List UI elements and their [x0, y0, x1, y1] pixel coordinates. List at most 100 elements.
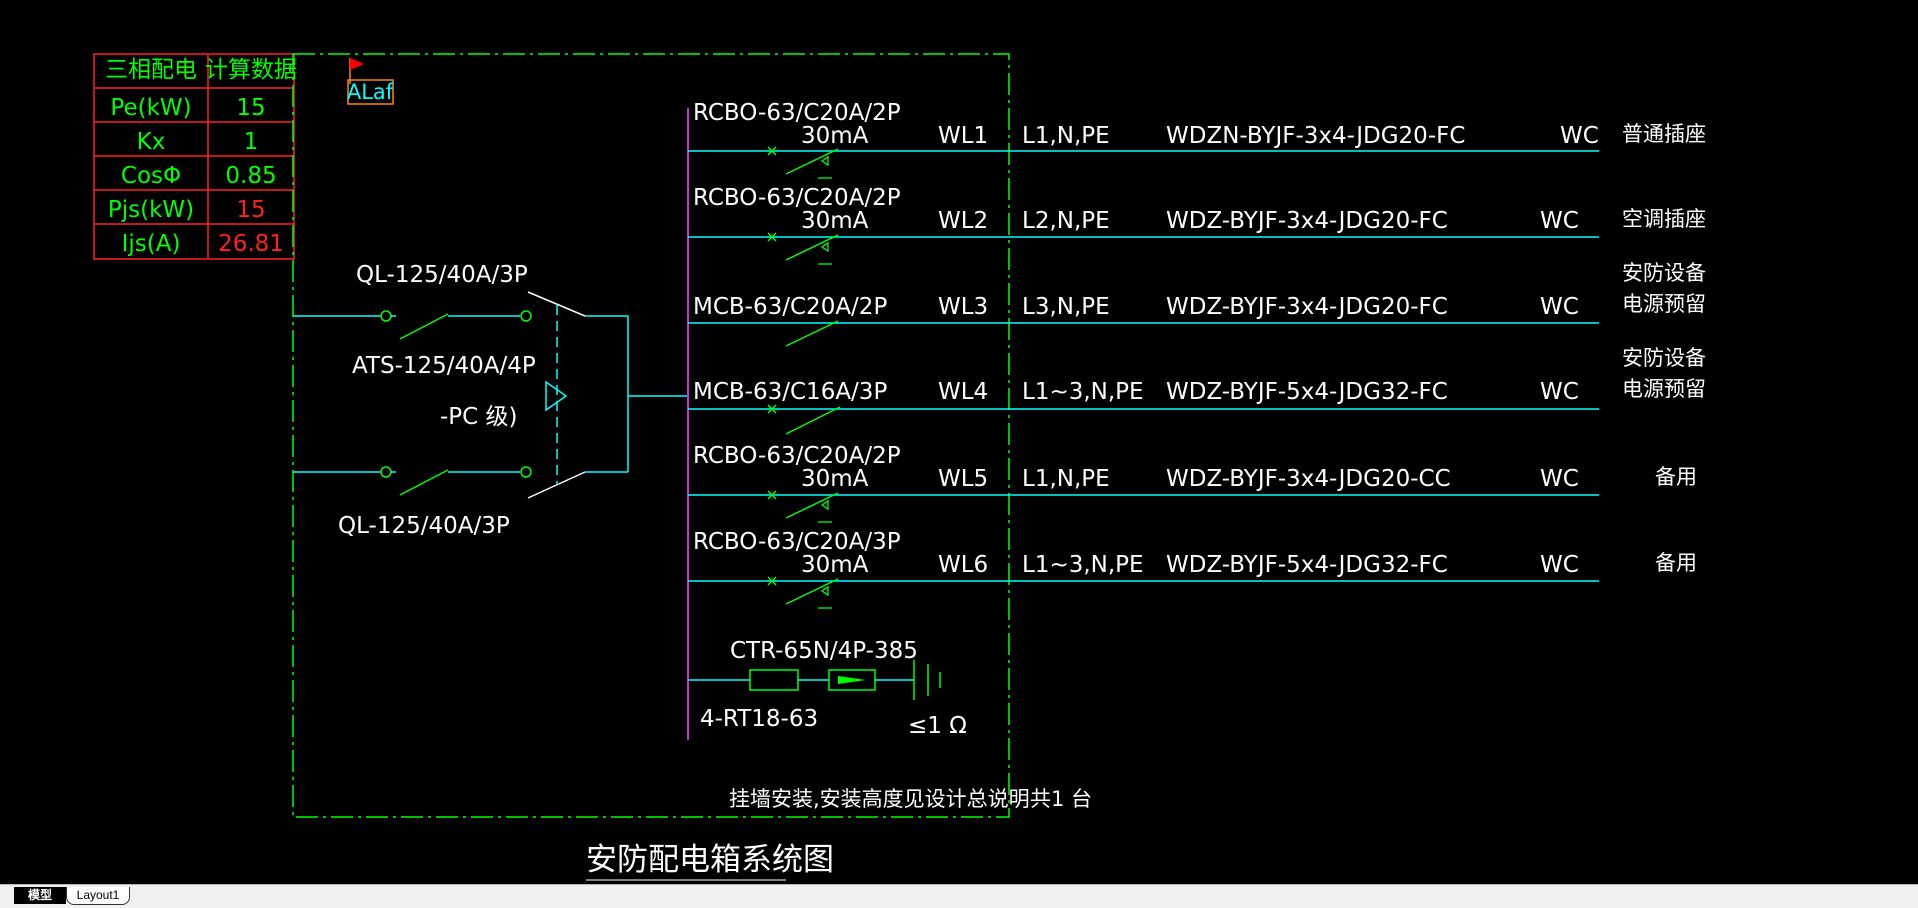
trip-icon: [820, 155, 829, 167]
circuit-laying: WC: [1560, 123, 1599, 149]
breaker-cross-icon: [767, 404, 777, 414]
circuit-wl6[interactable]: RCBO-63/C20A/3P 30mA WL6 L1~3,N,PE WDZ-B…: [688, 529, 1697, 609]
circuit-phase: L1~3,N,PE: [1022, 552, 1144, 578]
circuit-cable: WDZ-BYJF-5x4-JDG32-FC: [1166, 552, 1448, 578]
calc-value-pjs: 15: [236, 197, 265, 223]
circuit-leakage-label: 30mA: [801, 466, 869, 492]
breaker-blade: [785, 148, 839, 175]
calc-table[interactable]: 三相配电 计算数据 Pe(kW) 15 Kx 1 CosΦ 0.85 Pjs(k…: [93, 53, 297, 260]
calc-header-right: 计算数据: [205, 57, 297, 83]
trip-icon: [820, 499, 829, 511]
circuit-wl4[interactable]: MCB-63/C16A/3P WL4 L1~3,N,PE WDZ-BYJF-5x…: [688, 346, 1706, 435]
switch-blade: [399, 313, 449, 340]
breaker-blade: [785, 234, 839, 261]
box-tag-label: ALaf: [347, 80, 394, 104]
circuit-phase: L3,N,PE: [1022, 294, 1110, 320]
breaker-blade: [785, 492, 839, 519]
ground-resistance-label: ≤1 Ω: [908, 713, 967, 739]
contact-icon: [520, 466, 532, 478]
circuit-leakage-label: 30mA: [801, 123, 869, 149]
circuit-breaker-label: RCBO-63/C20A/3P: [693, 529, 901, 555]
breaker-cross-icon: [767, 232, 777, 242]
circuit-cable: WDZ-BYJF-5x4-JDG32-FC: [1166, 379, 1448, 405]
circuit-laying: WC: [1540, 208, 1579, 234]
circuit-breaker-label: MCB-63/C20A/2P: [693, 294, 887, 320]
breaker-cross-icon: [767, 490, 777, 500]
calc-label-cos: CosΦ: [121, 163, 181, 189]
circuit-leakage-label: 30mA: [801, 552, 869, 578]
incoming-switch-bottom-label: QL-125/40A/3P: [338, 513, 510, 539]
breaker-cross-icon: [767, 146, 777, 156]
layout-tab-bar: 模型 Layout1: [0, 884, 1918, 908]
ats-label: ATS-125/40A/4P: [352, 353, 536, 379]
quantity-note: 共1 台: [1030, 787, 1092, 811]
circuit-cable: WDZ-BYJF-3x4-JDG20-FC: [1166, 294, 1448, 320]
drawing-title: 安防配电箱系统图: [586, 842, 834, 878]
circuit-breaker-label: RCBO-63/C20A/2P: [693, 100, 901, 126]
ats-controller-icon: [545, 380, 568, 412]
tag-frame: [347, 79, 394, 105]
circuit-breaker-label: MCB-63/C16A/3P: [693, 379, 887, 405]
calc-value-kx: 1: [244, 129, 259, 155]
breaker-cross-icon: [767, 576, 777, 586]
calc-label-ijs: Ijs(A): [122, 231, 181, 257]
ats-class-label: -PC 级): [440, 404, 518, 430]
trip-icon: [820, 585, 829, 597]
contact-icon: [520, 310, 532, 322]
calc-label-kx: Kx: [137, 129, 166, 155]
circuit-wl3[interactable]: MCB-63/C20A/2P WL3 L3,N,PE WDZ-BYJF-3x4-…: [688, 261, 1706, 347]
circuit-laying: WC: [1540, 466, 1579, 492]
fuse-label: 4-RT18-63: [700, 706, 818, 732]
circuit-id: WL5: [938, 466, 988, 492]
circuit-wl5[interactable]: RCBO-63/C20A/2P 30mA WL5 L1,N,PE WDZ-BYJ…: [688, 443, 1697, 523]
calc-value-pe: 15: [236, 95, 265, 121]
circuit-wl2[interactable]: RCBO-63/C20A/2P 30mA WL2 L2,N,PE WDZ-BYJ…: [688, 185, 1706, 265]
circuit-load: 空调插座: [1622, 207, 1706, 231]
ats-blade-bottom: [527, 471, 586, 499]
calc-header-left: 三相配电: [105, 57, 197, 83]
circuit-wl1[interactable]: RCBO-63/C20A/2P 30mA WL1 L1,N,PE WDZN-BY…: [688, 100, 1706, 179]
circuit-id: WL6: [938, 552, 988, 578]
circuit-load: 普通插座: [1622, 122, 1706, 146]
calc-label-pe: Pe(kW): [110, 95, 191, 121]
switch-blade: [399, 469, 449, 496]
circuit-breaker-label: RCBO-63/C20A/2P: [693, 185, 901, 211]
contact-icon: [380, 310, 392, 322]
spd-branch[interactable]: CTR-65N/4P-385 4-RT18-63 ≤1 Ω: [688, 638, 967, 739]
circuit-phase: L1,N,PE: [1022, 466, 1110, 492]
install-note: 挂墙安装,安装高度见设计总说明: [729, 787, 1030, 811]
circuit-load-line2: 电源预留: [1622, 377, 1706, 401]
circuit-load: 备用: [1655, 465, 1697, 489]
fuse-icon: [749, 669, 799, 691]
circuit-load-line1: 安防设备: [1622, 261, 1706, 285]
circuit-id: WL2: [938, 208, 988, 234]
incoming-section[interactable]: QL-125/40A/3P ATS-125/40A/4P -PC 级) QL-1…: [293, 262, 688, 539]
circuit-id: WL3: [938, 294, 988, 320]
circuit-cable: WDZ-BYJF-3x4-JDG20-CC: [1166, 466, 1451, 492]
circuit-laying: WC: [1540, 379, 1579, 405]
drawing-canvas[interactable]: 三相配电 计算数据 Pe(kW) 15 Kx 1 CosΦ 0.85 Pjs(k…: [0, 0, 1918, 884]
circuit-laying: WC: [1540, 294, 1579, 320]
calc-value-ijs: 26.81: [218, 231, 284, 257]
flag-icon: [350, 58, 364, 70]
circuit-id: WL1: [938, 123, 988, 149]
tab-model[interactable]: 模型: [14, 887, 66, 904]
circuit-cable: WDZ-BYJF-3x4-JDG20-FC: [1166, 208, 1448, 234]
circuit-breaker-label: RCBO-63/C20A/2P: [693, 443, 901, 469]
enclosure-boundary[interactable]: [292, 53, 1010, 818]
circuit-phase: L2,N,PE: [1022, 208, 1110, 234]
calc-label-pjs: Pjs(kW): [108, 197, 194, 223]
breaker-blade: [785, 406, 841, 435]
surge-arrow-icon: [838, 676, 866, 684]
trip-icon: [820, 241, 829, 253]
circuit-leakage-label: 30mA: [801, 208, 869, 234]
circuit-load-line2: 电源预留: [1622, 292, 1706, 316]
breaker-blade: [785, 578, 839, 605]
circuit-load: 备用: [1655, 551, 1697, 575]
circuit-phase: L1,N,PE: [1022, 123, 1110, 149]
tab-layout1[interactable]: Layout1: [66, 887, 130, 905]
box-tag[interactable]: ALaf: [347, 58, 394, 105]
calc-value-cos: 0.85: [225, 163, 276, 189]
circuit-cable: WDZN-BYJF-3x4-JDG20-FC: [1166, 123, 1465, 149]
ats-blade-top: [527, 291, 586, 317]
